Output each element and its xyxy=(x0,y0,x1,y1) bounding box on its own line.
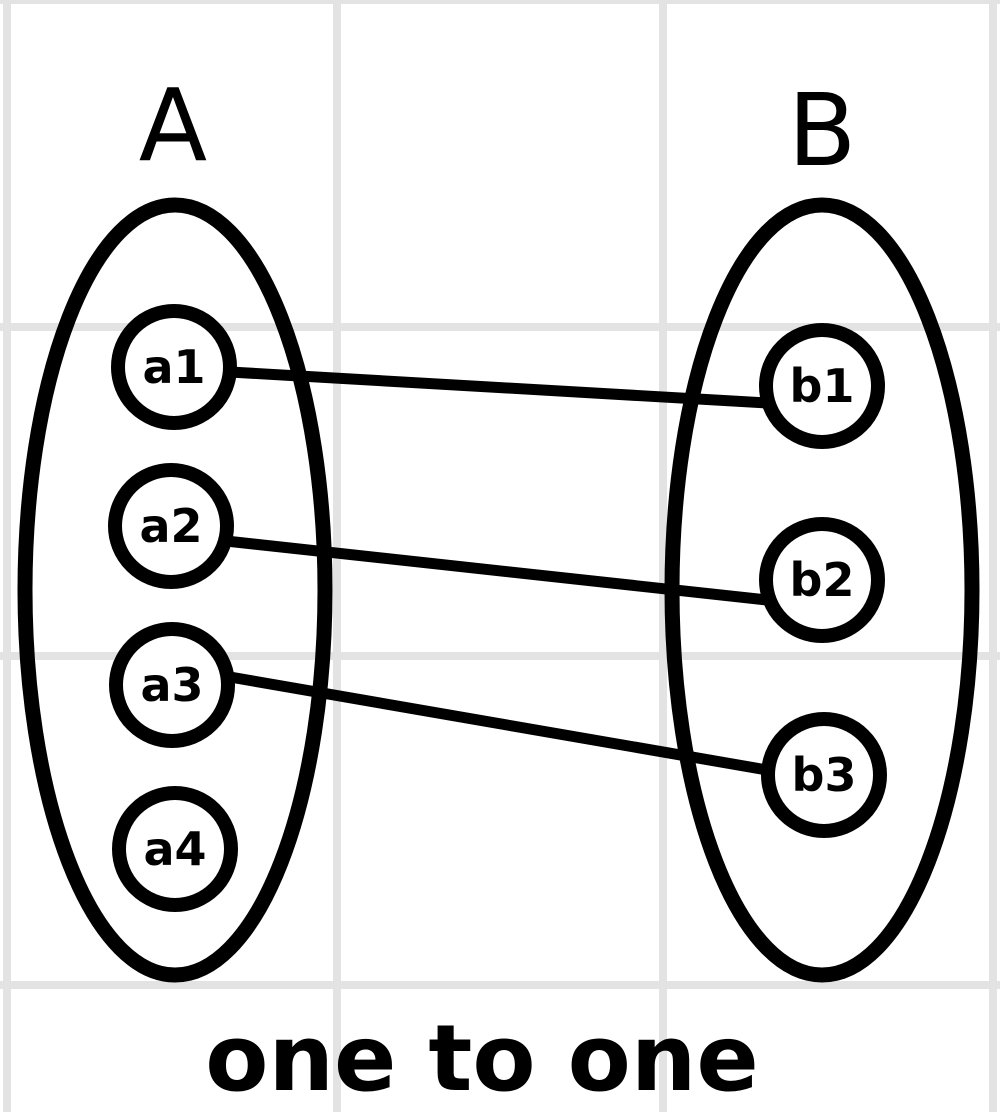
element-circle xyxy=(759,517,885,643)
element-node-b3: b3 xyxy=(761,712,887,838)
element-node-a1: a1 xyxy=(111,304,237,430)
set-b-elements: b1 b2 b3 xyxy=(759,323,887,838)
mapping-line-a1-b1 xyxy=(224,366,773,409)
mapping-line-a3-b3 xyxy=(224,671,773,776)
element-node-a3: a3 xyxy=(109,622,235,748)
element-node-a4: a4 xyxy=(112,786,238,912)
element-label: b1 xyxy=(790,359,855,413)
element-label: a2 xyxy=(139,499,202,553)
element-circle xyxy=(112,786,238,912)
mapping-line-a2-b2 xyxy=(220,535,773,606)
element-circle xyxy=(108,463,234,589)
mapping-lines xyxy=(220,366,773,776)
element-label: b2 xyxy=(790,553,855,607)
element-label: a3 xyxy=(140,658,203,712)
set-b-label: B xyxy=(788,72,857,189)
element-circle xyxy=(759,323,885,449)
element-node-b1: b1 xyxy=(759,323,885,449)
element-circle xyxy=(109,622,235,748)
set-a-label: A xyxy=(139,67,207,184)
element-node-a2: a2 xyxy=(108,463,234,589)
element-label: b3 xyxy=(792,748,857,802)
element-node-b2: b2 xyxy=(759,517,885,643)
element-label: a1 xyxy=(142,340,205,394)
set-a-oval xyxy=(17,197,333,983)
diagram-caption: one to one xyxy=(205,1005,758,1112)
element-circle xyxy=(761,712,887,838)
set-a-elements: a1 a2 a3 a4 xyxy=(108,304,238,912)
element-circle xyxy=(111,304,237,430)
element-label: a4 xyxy=(143,822,206,876)
